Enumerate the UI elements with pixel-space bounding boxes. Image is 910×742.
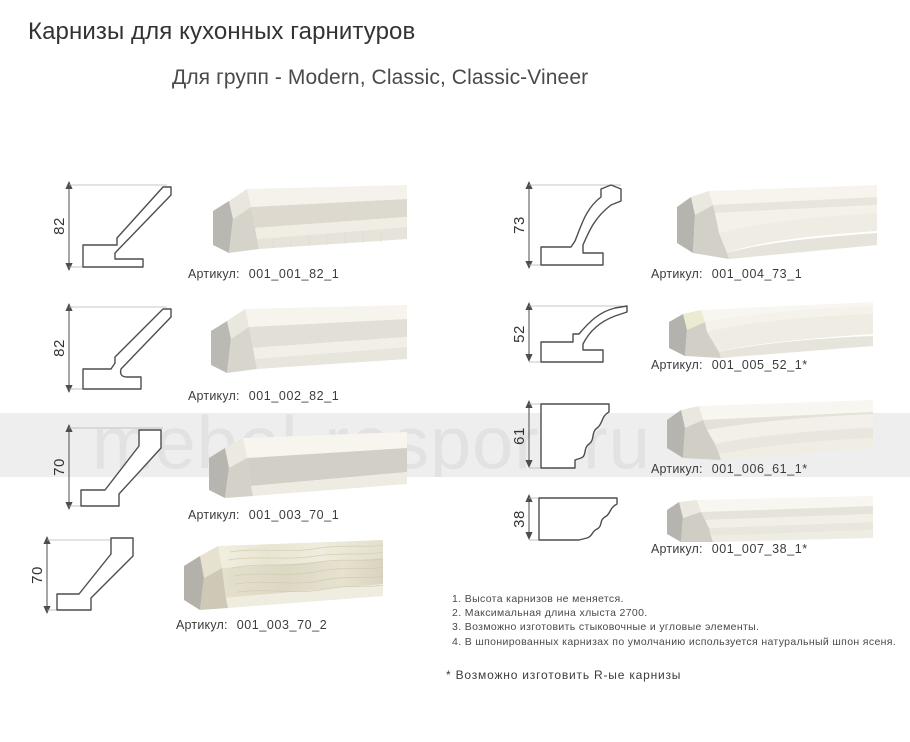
product-render <box>195 183 410 265</box>
dimension-value: 82 <box>51 217 68 235</box>
product-item: 61 Артикул: 001_006_61_1* <box>511 396 905 496</box>
article-label: Артикул: <box>176 618 228 632</box>
article-value: 001_004_73_1 <box>711 267 803 281</box>
product-render <box>195 428 410 508</box>
article-value: 001_007_38_1* <box>711 542 808 556</box>
article-caption: Артикул: 001_002_82_1 <box>188 389 339 403</box>
profile-drawing: 82 <box>51 175 185 280</box>
dimension-value: 38 <box>511 510 528 528</box>
product-item: 73 Артикул: 001_004_73_1 <box>511 175 905 285</box>
article-label: Артикул: <box>651 542 703 556</box>
profile-drawing: 52 <box>511 296 645 381</box>
product-render <box>655 300 877 366</box>
product-item: 70 Артикул: 001_003_70_1 <box>51 418 435 528</box>
article-caption: Артикул: 001_003_70_2 <box>176 618 327 632</box>
dimension-value: 82 <box>51 339 68 357</box>
article-caption: Артикул: 001_001_82_1 <box>188 267 339 281</box>
article-value: 001_006_61_1* <box>711 462 808 476</box>
dimension-value: 73 <box>511 216 528 234</box>
product-item: 52 Артикул: 001_005_52_1* <box>511 296 905 396</box>
article-value: 001_005_52_1* <box>711 358 808 372</box>
product-render <box>655 494 877 550</box>
article-label: Артикул: <box>651 267 703 281</box>
article-value: 001_003_70_2 <box>236 618 328 632</box>
dimension-value: 70 <box>51 458 68 476</box>
notes-list: 1. Высота карнизов не меняется. 2. Макси… <box>452 592 896 649</box>
note-item: 2. Максимальная длина хлыста 2700. <box>452 607 648 620</box>
note-item: 3. Возможно изготовить стыковочные и угл… <box>452 621 760 634</box>
dimension-value: 70 <box>29 566 46 584</box>
article-caption: Артикул: 001_006_61_1* <box>651 462 808 476</box>
product-item: 70 <box>29 530 433 645</box>
dimension-value: 52 <box>511 325 528 343</box>
product-item: 82 Артикул:001_001_ <box>51 175 435 285</box>
article-label: Артикул: <box>651 462 703 476</box>
product-render <box>168 538 393 620</box>
article-label: Артикул: <box>651 358 703 372</box>
article-caption: Артикул: 001_005_52_1* <box>651 358 808 372</box>
product-render <box>663 183 881 267</box>
profile-drawing: 70 <box>29 530 163 635</box>
article-value: 001_001_82_1 <box>248 267 340 281</box>
profile-drawing: 73 <box>511 175 645 280</box>
article-label: Артикул: <box>188 267 240 281</box>
article-value: 001_003_70_1 <box>248 508 340 522</box>
article-caption: Артикул: 001_007_38_1* <box>651 542 808 556</box>
article-value: 001_002_82_1 <box>248 389 340 403</box>
page-title: Карнизы для кухонных гарнитуров <box>28 18 416 45</box>
product-item: 38 Артикул: 001_007_38_1* <box>511 490 905 585</box>
profile-drawing: 70 <box>51 418 185 523</box>
page-subtitle: Для групп - Modern, Classic, Classic-Vin… <box>172 66 589 89</box>
article-caption: Артикул: 001_004_73_1 <box>651 267 802 281</box>
article-caption: Артикул: 001_003_70_1 <box>188 508 339 522</box>
profile-drawing: 82 <box>51 297 185 402</box>
note-item: 4. В шпонированных карнизах по умолчанию… <box>452 635 897 648</box>
product-item: 82 Артикул: 001_002_82_1 <box>51 297 435 407</box>
product-render <box>655 398 877 468</box>
product-render <box>195 305 410 387</box>
profile-drawing: 38 <box>511 490 645 560</box>
dimension-value: 61 <box>511 427 528 445</box>
article-label: Артикул: <box>188 389 240 403</box>
footnote-r-shaped: * Возможно изготовить R-ые карнизы <box>446 668 682 682</box>
profile-drawing: 61 <box>511 396 645 486</box>
note-item: 1. Высота карнизов не меняется. <box>452 593 624 605</box>
article-label: Артикул: <box>188 508 240 522</box>
